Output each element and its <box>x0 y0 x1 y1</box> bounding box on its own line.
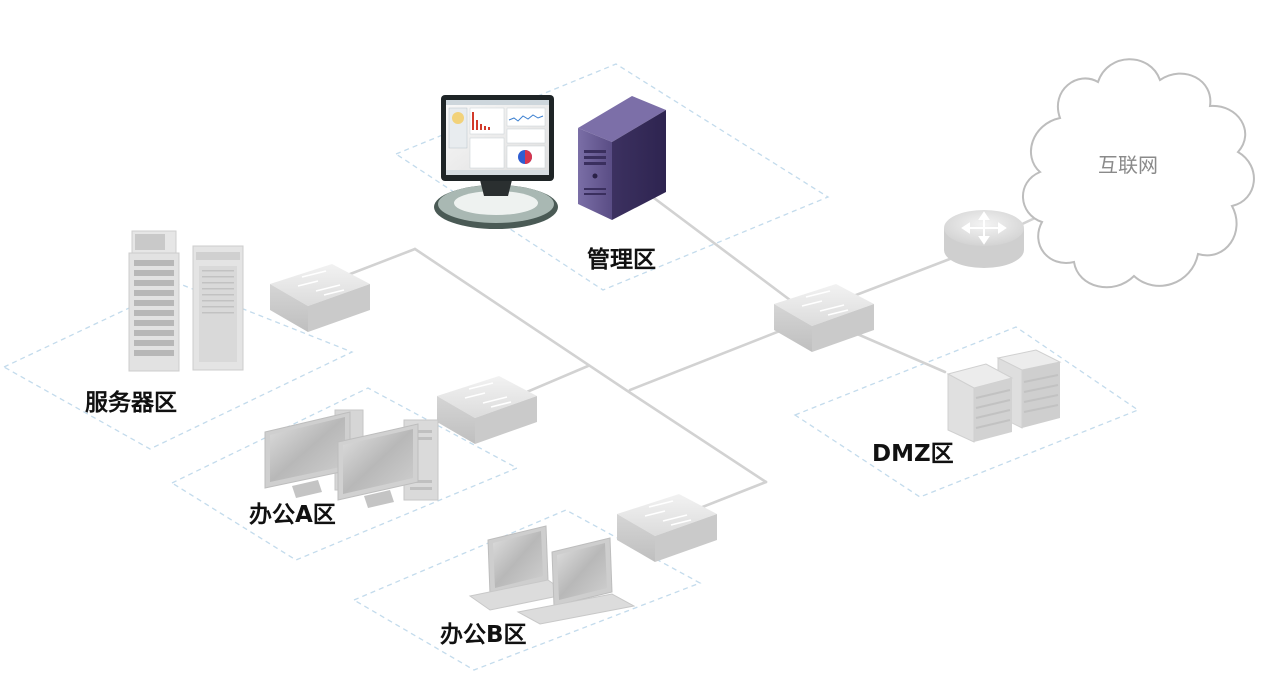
office-a-zone-label: 办公A区 <box>249 502 336 528</box>
internet-label: 互联网 <box>1098 153 1158 177</box>
dmz-server-icon <box>946 363 1014 443</box>
management-zone-label: 管理区 <box>587 247 656 273</box>
core-switch-icon <box>774 284 874 352</box>
cloud-icon <box>1022 58 1255 289</box>
tower-server-icon <box>578 96 666 220</box>
office-a-zone-outline <box>170 387 519 561</box>
office-b-zone-label: 办公B区 <box>440 622 527 648</box>
dmz-zone-outline <box>793 326 1140 498</box>
laptop-icon <box>468 525 570 611</box>
link-core-dmz <box>846 328 947 374</box>
link-core-management <box>628 178 792 302</box>
link-core-backbone <box>628 323 797 392</box>
monitor-dashboard-icon <box>434 95 558 229</box>
server-zone-outline <box>2 283 354 450</box>
office-a-switch-icon <box>437 376 537 444</box>
laptop-icon <box>516 537 636 625</box>
office-b-switch-icon <box>617 494 717 562</box>
server-zone-label: 服务器区 <box>85 390 177 416</box>
link-router-core <box>841 255 957 302</box>
router-icon <box>944 210 1024 268</box>
dmz-zone-label: DMZ区 <box>872 441 954 467</box>
link-office-b-switch <box>698 480 768 510</box>
management-zone-outline <box>394 63 830 291</box>
server-zone-switch-icon <box>270 264 370 332</box>
link-backbone-main <box>413 247 768 484</box>
tower-server-gray-icon <box>192 245 244 371</box>
rack-server-icon <box>128 230 180 372</box>
desktop-computer-icon <box>337 419 439 508</box>
link-server-switch <box>343 247 417 278</box>
